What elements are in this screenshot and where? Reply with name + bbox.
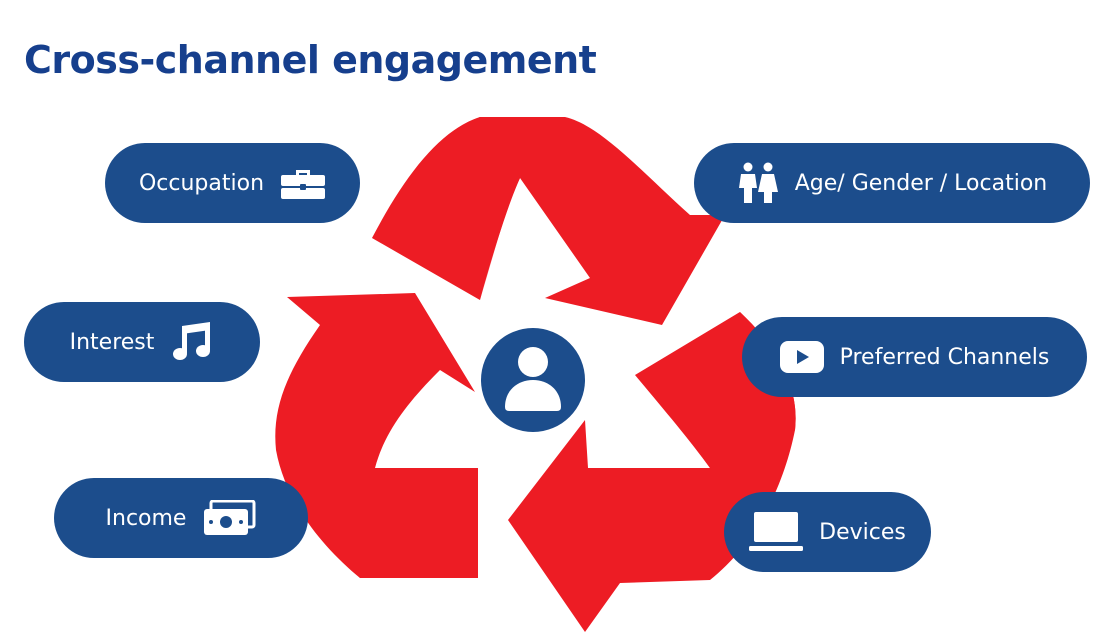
cycle-arrow-left-fold xyxy=(340,468,478,578)
cycle-arrow-top xyxy=(372,117,725,325)
attribute-age-gender-location: Age/ Gender / Location xyxy=(694,143,1090,223)
attribute-preferred-channels-label: Preferred Channels xyxy=(839,344,1050,370)
attribute-devices-label: Devices xyxy=(819,519,906,545)
attribute-interest: Interest xyxy=(24,302,260,382)
attribute-devices: Devices xyxy=(724,492,931,572)
laptop-icon xyxy=(749,512,804,552)
attribute-age-gender-location-label: Age/ Gender / Location xyxy=(794,170,1048,196)
center-user xyxy=(481,328,585,432)
music-note-icon xyxy=(170,320,214,364)
attribute-income-label: Income xyxy=(105,505,187,531)
briefcase-icon xyxy=(280,166,326,200)
attribute-occupation-label: Occupation xyxy=(138,170,265,196)
cash-icon xyxy=(202,500,256,536)
play-button-icon xyxy=(779,341,824,373)
page-title: Cross-channel engagement xyxy=(24,38,597,82)
cycle-arrow-top-fold xyxy=(372,117,520,300)
cycle-arrow-left xyxy=(275,293,478,578)
attribute-preferred-channels: Preferred Channels xyxy=(742,317,1087,397)
people-icon xyxy=(737,162,779,204)
user-icon xyxy=(505,347,561,411)
attribute-income: Income xyxy=(54,478,308,558)
attribute-occupation: Occupation xyxy=(105,143,360,223)
attribute-interest-label: Interest xyxy=(69,329,155,355)
